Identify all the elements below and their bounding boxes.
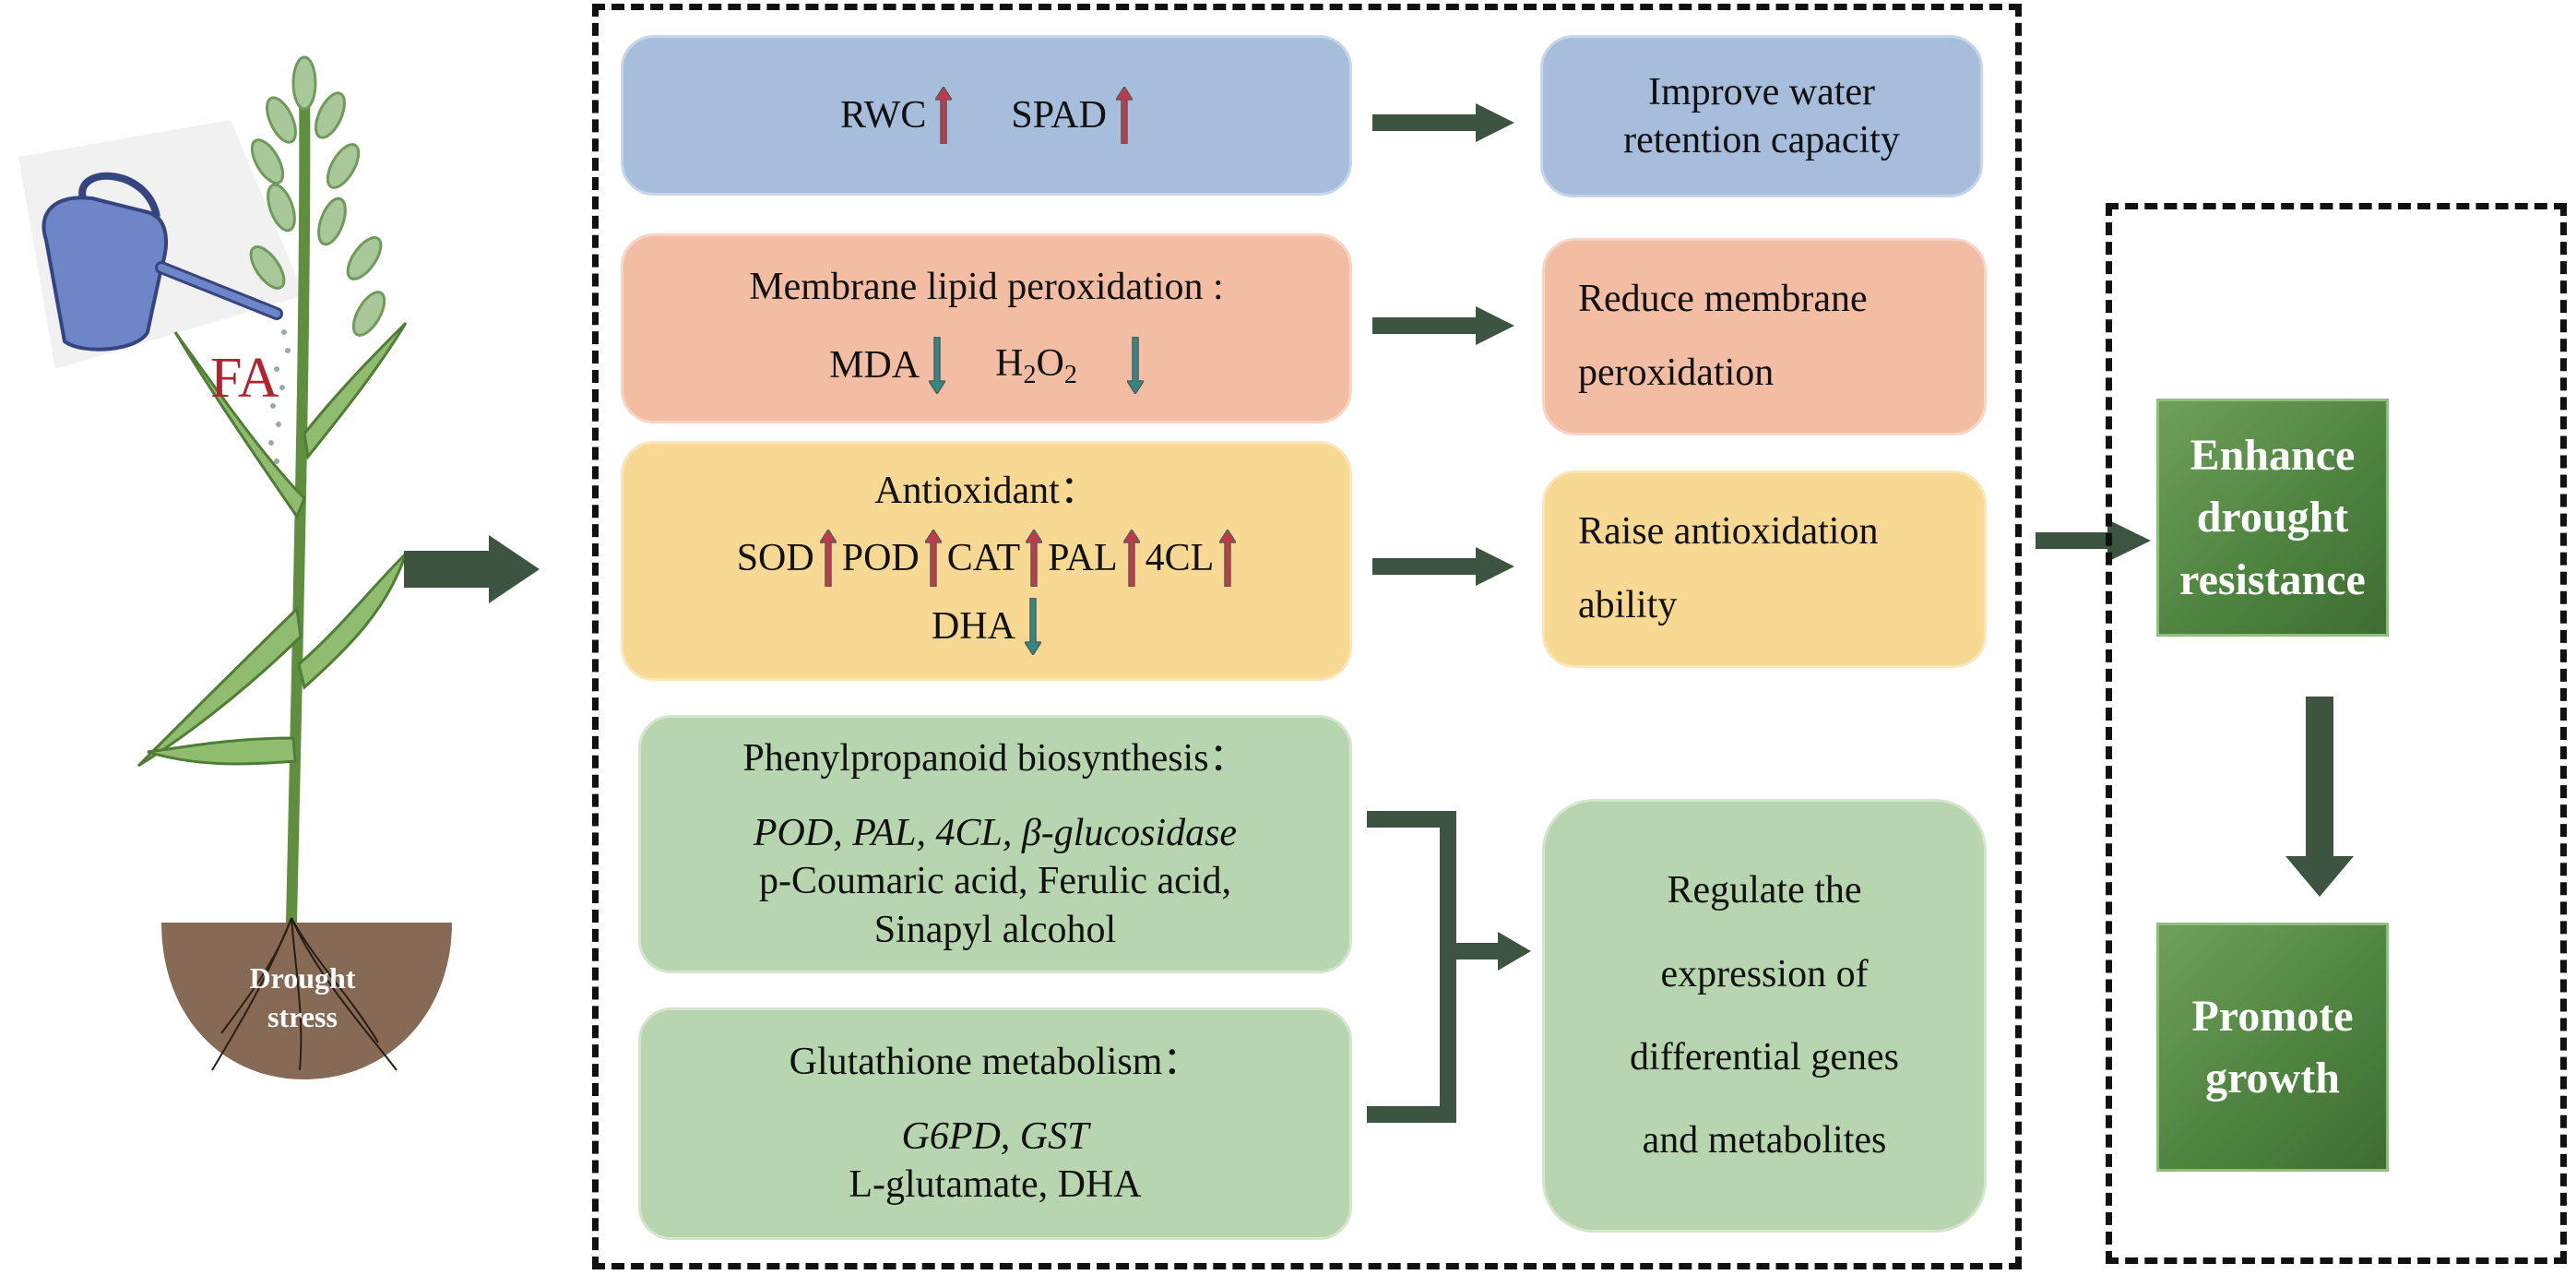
enhance-box: Enhance drought resistance	[2156, 399, 2389, 637]
h2o2-sub-a: 2	[1023, 361, 1037, 390]
result-membrane-box: Reduce membrane peroxidation	[1542, 238, 1987, 435]
bracket	[1367, 811, 1456, 1123]
up-arrow-icon	[1026, 530, 1043, 588]
sod-label: SOD	[736, 537, 814, 579]
phenyl-title: Phenylpropanoid biosynthesis：	[742, 737, 1248, 780]
glutathione-title: Glutathione metabolism：	[789, 1041, 1202, 1084]
arrow-down	[2285, 697, 2354, 897]
up-arrow-icon	[924, 530, 942, 588]
up-arrow-icon	[1122, 530, 1140, 588]
water-drops	[268, 329, 291, 464]
phenyl-genes: POD, PAL, 4CL, β-glucosidase	[753, 811, 1238, 854]
up-arrow-icon	[819, 530, 837, 588]
result-antiox-box: Raise antioxidation ability	[1542, 471, 1987, 668]
up-arrow-icon	[935, 87, 953, 144]
phenylpropanoid-box: Phenylpropanoid biosynthesis： POD, PAL, …	[638, 715, 1352, 973]
enhance-text: Enhance drought resistance	[2179, 431, 2366, 604]
h2o2-h: H	[995, 342, 1024, 386]
rwc-spad-box: RWC SPAD	[621, 35, 1352, 196]
pot	[161, 923, 452, 1079]
panicle	[249, 55, 386, 337]
pot-label-line1: Drought	[249, 961, 356, 995]
spad-label: SPAD	[1011, 93, 1107, 137]
cat-label: CAT	[946, 537, 1021, 579]
stem	[286, 73, 311, 923]
antioxidant-row: SOD POD CAT PAL 4CL	[736, 530, 1237, 588]
glutathione-box: Glutathione metabolism： G6PD, GST L-glut…	[638, 1007, 1352, 1240]
arrow-to-outcome	[2036, 519, 2151, 562]
promote-text: Promote growth	[2191, 991, 2354, 1102]
antioxidant-title: Antioxidant：	[874, 469, 1098, 512]
h2o2-label: H2O2	[995, 340, 1077, 391]
phenyl-metabolites-2: Sinapyl alcohol	[873, 908, 1117, 951]
pal-label: PAL	[1048, 537, 1118, 579]
main-arrow	[404, 535, 540, 603]
mda-label: MDA	[829, 344, 920, 387]
arrow-row1	[1372, 103, 1514, 142]
glutathione-metabolites: L-glutamate, DHA	[849, 1163, 1142, 1207]
pot-label: Drought stress	[201, 959, 404, 1036]
fa-label: FA	[210, 347, 279, 410]
result-regulate-box: Regulate the expression of differential …	[1542, 799, 1987, 1233]
down-arrow-icon	[929, 337, 946, 395]
rwc-label: RWC	[840, 93, 927, 137]
outcome-frame	[2106, 203, 2567, 1264]
roots	[211, 917, 398, 1071]
phenyl-metabolites-1: p-Coumaric acid, Ferulic acid,	[759, 860, 1231, 902]
dha-label: DHA	[932, 605, 1015, 648]
result-membrane-text: Reduce membrane peroxidation	[1578, 278, 1868, 394]
down-arrow-icon	[1126, 337, 1144, 395]
membrane-title: Membrane lipid peroxidation :	[749, 265, 1224, 308]
membrane-box: Membrane lipid peroxidation : MDA H2O2	[621, 233, 1352, 423]
up-arrow-icon	[1219, 530, 1237, 588]
watering-can-icon	[42, 172, 291, 464]
pod-label: POD	[841, 537, 920, 579]
result-antiox-text: Raise antioxidation ability	[1578, 510, 1879, 626]
down-arrow-icon	[1025, 598, 1041, 656]
result-water-text: Improve water retention capacity	[1623, 70, 1900, 162]
result-water-box: Improve water retention capacity	[1540, 35, 1983, 197]
arrow-row3	[1372, 547, 1514, 586]
plant-illustration	[18, 55, 452, 1079]
pot-label-line2: stress	[267, 999, 338, 1033]
h2o2-sub-b: 2	[1063, 361, 1077, 390]
arrow-bracket	[1448, 932, 1531, 971]
4cl-label: 4CL	[1145, 537, 1215, 579]
membrane-row: MDA H2O2	[829, 337, 1144, 395]
result-regulate-text: Regulate the expression of differential …	[1630, 869, 1899, 1162]
promote-box: Promote growth	[2156, 923, 2389, 1172]
dha-row: DHA	[932, 598, 1041, 656]
mechanism-frame	[592, 4, 2022, 1269]
up-arrow-icon	[1115, 87, 1133, 144]
rwc-spad-row: RWC SPAD	[840, 87, 1133, 144]
glutathione-genes: G6PD, GST	[901, 1114, 1089, 1158]
antioxidant-box: Antioxidant： SOD POD CAT PAL 4CL DHA	[621, 441, 1352, 681]
h2o2-o: O	[1036, 342, 1064, 386]
arrow-row2	[1372, 306, 1514, 345]
